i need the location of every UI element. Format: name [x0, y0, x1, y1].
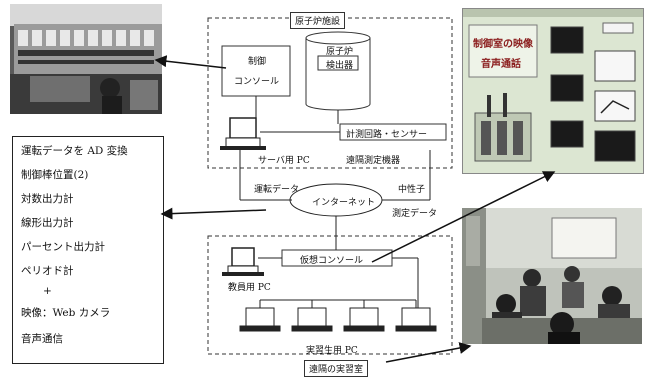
neutron-data-label-1: 中性子	[398, 182, 425, 195]
neutron-data-label-2: 測定データ	[392, 206, 437, 219]
reactor-label: 原子炉	[326, 44, 353, 57]
teacher-pc-label: 教員用 PC	[228, 280, 271, 293]
console-label-2: コンソール	[234, 74, 279, 87]
virtual-console-label: 仮想コンソール	[300, 253, 363, 266]
remote-lab-label: 遠隔の実習室	[304, 360, 368, 377]
facility-title: 原子炉施設	[290, 12, 345, 29]
detector-label: 検出器	[326, 58, 353, 71]
measuring-circuit-label: 計測回路・センサー	[346, 127, 427, 140]
operation-data-label: 運転データ	[254, 182, 299, 195]
server-pc-label: サーバ用 PC	[258, 153, 310, 166]
remote-device-label: 遠隔測定機器	[346, 153, 400, 166]
internet-label: インターネット	[312, 195, 375, 208]
student-pc-label: 実習生用 PC	[306, 343, 358, 356]
console-label-1: 制御	[248, 54, 266, 67]
